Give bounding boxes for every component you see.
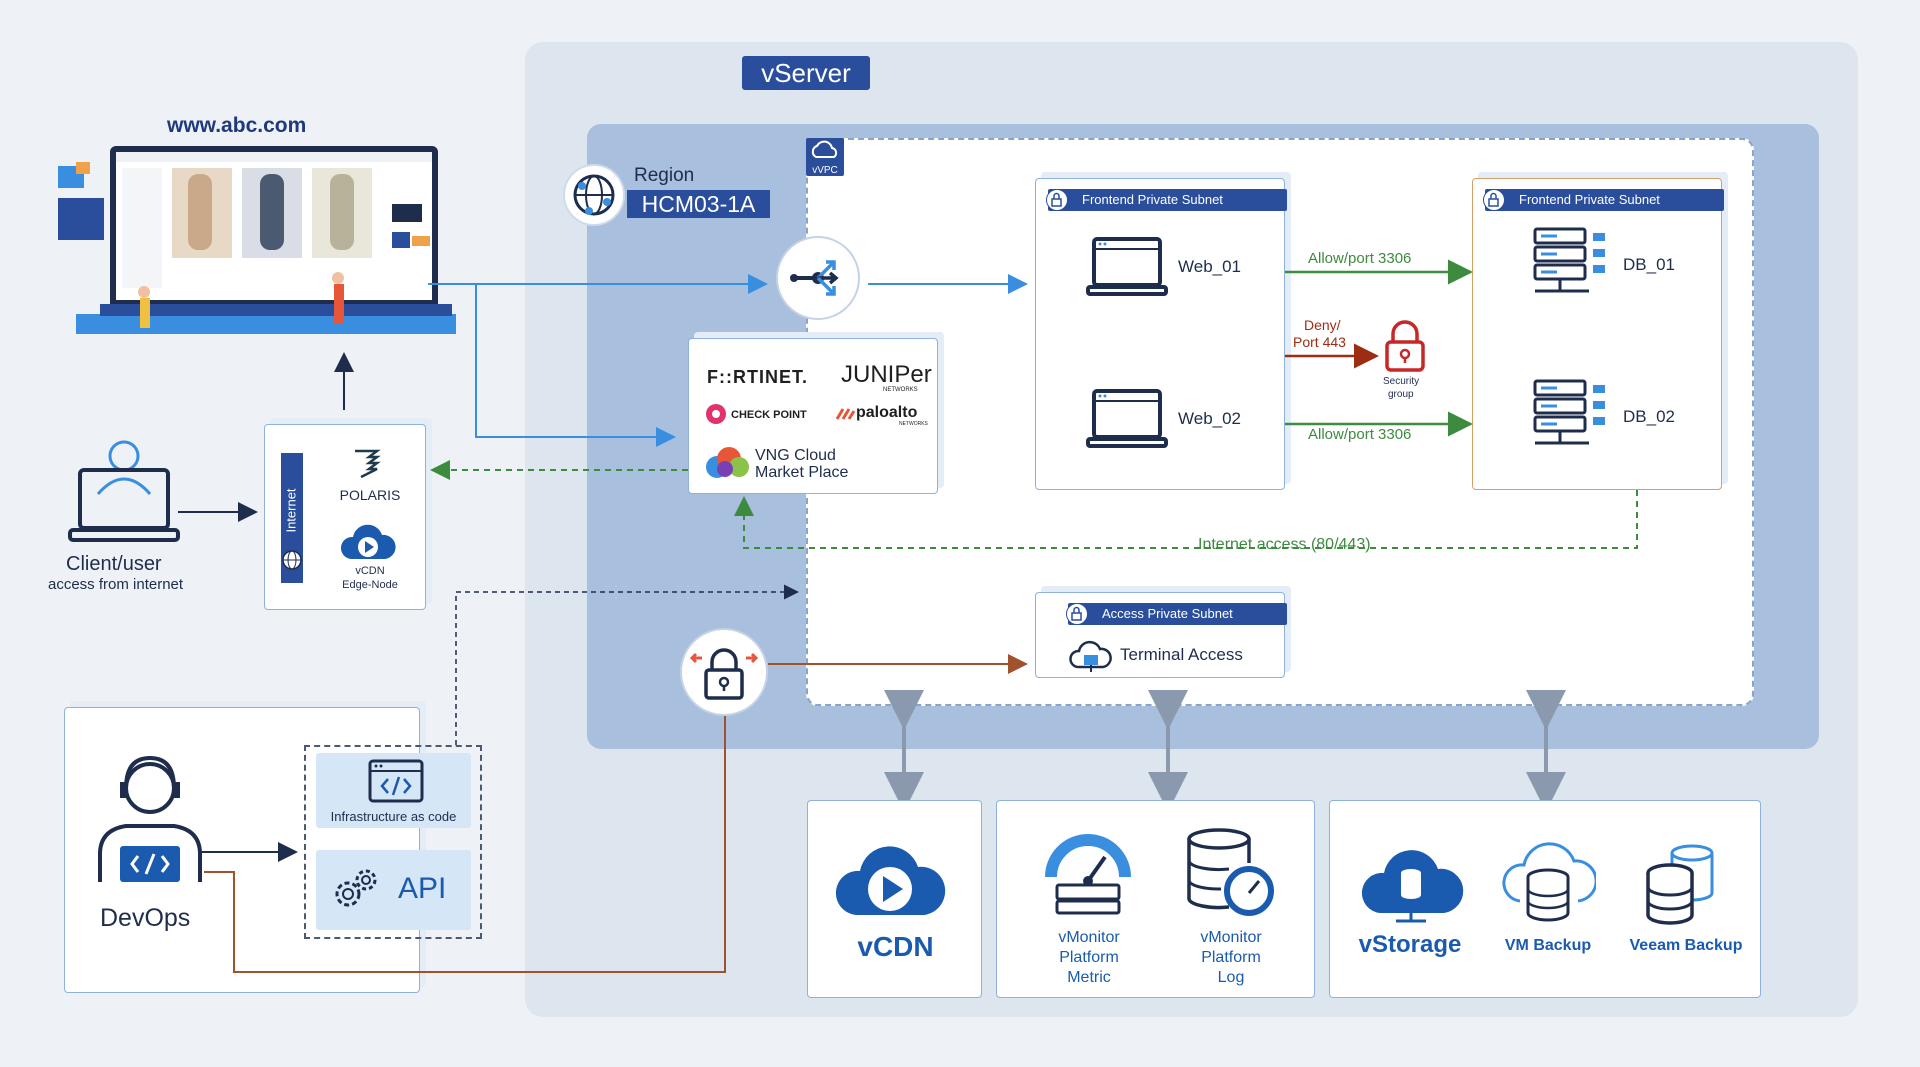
juniper-logo: JUNIPer xyxy=(841,361,932,388)
security-group-lock-icon xyxy=(1385,320,1425,372)
vmonitor-log-line1: vMonitor xyxy=(1200,929,1262,946)
polaris-icon xyxy=(355,449,381,479)
security-group-line1: Security xyxy=(1383,376,1420,387)
deny-label-1: Deny/ xyxy=(1304,317,1341,333)
vmonitor-log-line2: Platform xyxy=(1201,949,1261,966)
vstorage-icon xyxy=(1361,850,1464,923)
edge-vcdn-label: vCDN xyxy=(355,565,385,577)
db02-server-icon xyxy=(1533,379,1605,445)
region-label: Region xyxy=(634,165,695,186)
vpc-label: vVPC xyxy=(812,165,838,176)
polaris-label: POLARIS xyxy=(339,487,401,503)
edge-node-card: Internet POLARIS vCDN Edge-Node xyxy=(264,424,426,610)
db01-server-icon xyxy=(1533,227,1605,293)
paloalto-logo: paloalto xyxy=(856,404,918,421)
internet-access-line xyxy=(734,490,1638,549)
allow-label-2: Allow/port 3306 xyxy=(1308,426,1412,443)
edge-node-label: Edge-Node xyxy=(342,579,398,591)
vmonitor-service-card[interactable]: vMonitor Platform Metric vMonitor Platfo… xyxy=(996,800,1315,998)
vpc-badge: vVPC xyxy=(806,138,844,176)
internet-bar: Internet xyxy=(281,453,303,583)
web02-label: Web_02 xyxy=(1178,409,1242,428)
veeam-backup-label: Veeam Backup xyxy=(1629,937,1743,954)
web-subnet-card: Frontend Private Subnet Web_01 Web_02 xyxy=(1035,178,1287,490)
vng-cloud-icon xyxy=(706,447,749,478)
vm-backup-icon xyxy=(1502,842,1596,922)
iac-card[interactable]: Infrastructure as code xyxy=(316,753,471,828)
vng-line1: VNG Cloud xyxy=(755,447,836,464)
region-name: HCM03-1A xyxy=(627,190,770,218)
db-subnet-tag: Frontend Private Subnet xyxy=(1485,189,1724,211)
vcdn-cloud-icon xyxy=(340,524,396,559)
terminal-cloud-icon xyxy=(1069,640,1112,672)
client-title: Client/user xyxy=(66,553,162,575)
devops-vpn-line xyxy=(204,716,726,973)
iac-label: Infrastructure as code xyxy=(330,809,457,824)
client-user-icon xyxy=(66,434,182,546)
vmonitor-metric-line3: Metric xyxy=(1067,969,1111,986)
web02-laptop-icon xyxy=(1086,389,1168,448)
vmonitor-metric-line2: Platform xyxy=(1059,949,1119,966)
vng-line2: Market Place xyxy=(755,464,849,481)
storage-service-card[interactable]: vStorage VM Backup Veeam Backup xyxy=(1329,800,1761,998)
access-subnet-card: Access Private Subnet Terminal Access xyxy=(1035,592,1287,678)
router-icon xyxy=(776,236,860,320)
web01-laptop-icon xyxy=(1086,237,1168,296)
client-subtitle: access from internet xyxy=(48,576,184,593)
checkpoint-logo: CHECK POINT xyxy=(731,409,807,421)
vmonitor-metric-line1: vMonitor xyxy=(1058,929,1120,946)
vserver-title: vServer xyxy=(742,56,870,90)
vm-backup-label: VM Backup xyxy=(1504,937,1592,954)
devops-label: DevOps xyxy=(100,904,191,932)
lock-icon xyxy=(1046,189,1068,211)
lock-icon xyxy=(1483,189,1505,211)
security-group-line2: group xyxy=(1388,389,1414,400)
code-icon xyxy=(368,759,424,803)
iac-to-vpc-line xyxy=(455,584,799,745)
api-card[interactable]: API xyxy=(316,850,471,930)
terminal-access-label: Terminal Access xyxy=(1120,645,1243,664)
globe-icon xyxy=(282,550,302,570)
vmonitor-log-icon xyxy=(1187,828,1274,916)
marketplace-card: F::RTINET. JUNIPer NETWORKS CHECK POINT … xyxy=(688,338,938,494)
website-to-marketplace-line xyxy=(475,284,676,447)
vcdn-service-card[interactable]: vCDN xyxy=(807,800,982,998)
paloalto-icon xyxy=(835,408,855,420)
website-domain: www.abc.com xyxy=(167,114,307,137)
devops-tools-box xyxy=(304,745,482,939)
juniper-sub: NETWORKS xyxy=(883,387,918,393)
vpn-lock-icon xyxy=(680,628,768,716)
vmonitor-log-line3: Log xyxy=(1217,969,1245,986)
api-label: API xyxy=(398,872,447,905)
web01-label: Web_01 xyxy=(1178,257,1242,276)
website-laptop xyxy=(56,144,472,344)
lock-icon xyxy=(1066,603,1088,625)
gears-icon xyxy=(335,869,377,907)
paloalto-sub: NETWORKS xyxy=(899,421,928,427)
db01-label: DB_01 xyxy=(1623,255,1675,274)
vmonitor-metric-icon xyxy=(1045,834,1131,915)
fortinet-logo: F::RTINET. xyxy=(707,367,808,387)
access-subnet-tag: Access Private Subnet xyxy=(1068,603,1287,625)
allow-label-1: Allow/port 3306 xyxy=(1308,250,1412,267)
db-subnet-card: Frontend Private Subnet DB_01 DB_02 xyxy=(1472,178,1724,490)
db02-label: DB_02 xyxy=(1623,407,1675,426)
vcdn-cloud-icon xyxy=(835,846,946,915)
vcdn-service-label: vCDN xyxy=(857,931,934,962)
vstorage-label: vStorage xyxy=(1358,931,1462,958)
veeam-backup-icon xyxy=(1646,844,1714,925)
checkpoint-icon xyxy=(706,404,726,424)
web-subnet-tag: Frontend Private Subnet xyxy=(1048,189,1287,211)
cloud-icon xyxy=(811,140,838,158)
deny-label-2: Port 443 xyxy=(1293,334,1346,350)
region-globe-icon xyxy=(563,164,625,226)
devops-user-icon xyxy=(94,754,210,894)
